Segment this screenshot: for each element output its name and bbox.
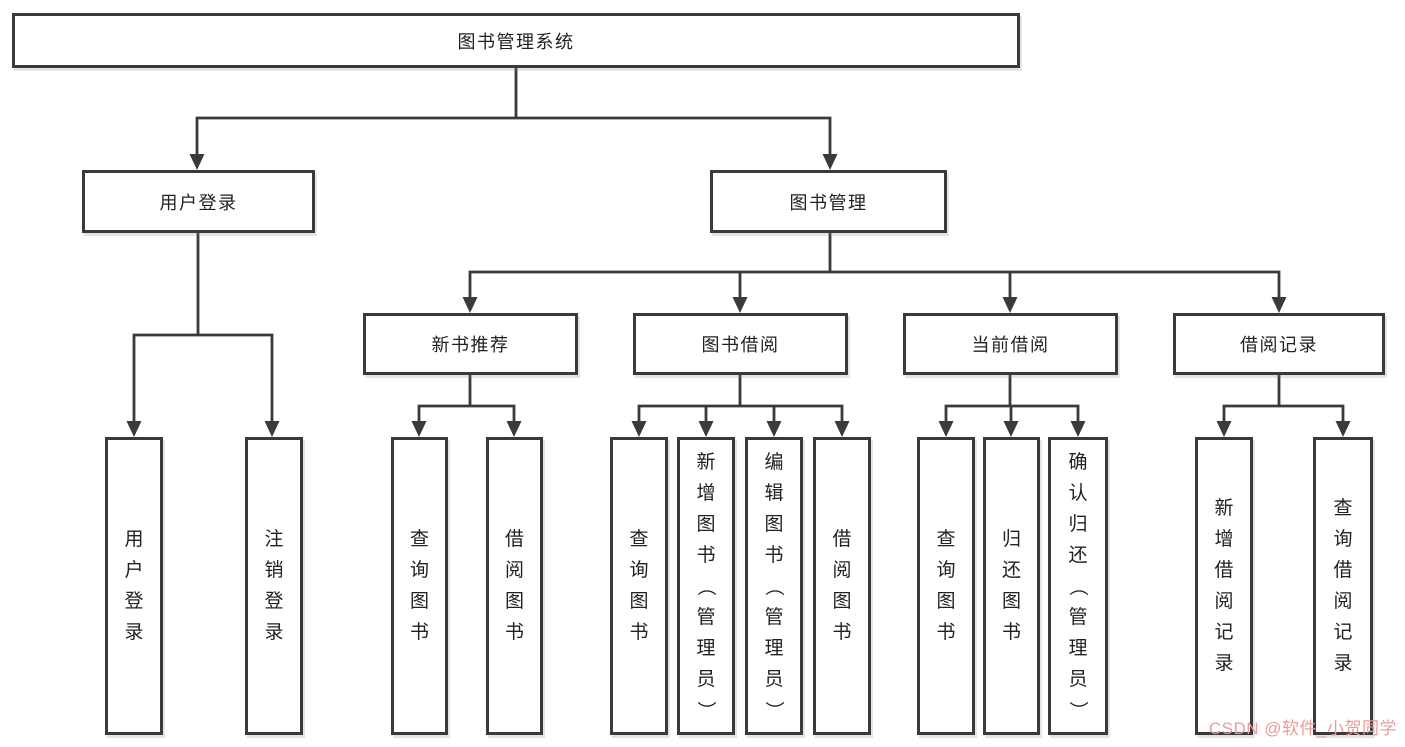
node-book-borrowing: 图书借阅 — [633, 313, 848, 375]
leaf-bb-edit-books-admin: 编辑图书（管理员） — [745, 437, 803, 735]
leaf-bb-borrow-books: 借阅图书 — [813, 437, 871, 735]
node-label: 新增借阅记录 — [1214, 498, 1234, 674]
leaf-nb-borrow-books: 借阅图书 — [486, 437, 543, 735]
node-label: 用户登录 — [159, 192, 238, 213]
node-user-login: 用户登录 — [82, 170, 315, 233]
node-book-management: 图书管理 — [710, 170, 947, 233]
leaf-logout: 注销登录 — [245, 437, 303, 735]
node-new-book-recommend: 新书推荐 — [363, 313, 578, 375]
node-borrowing-records: 借阅记录 — [1173, 313, 1385, 375]
leaf-user-login: 用户登录 — [105, 437, 163, 735]
node-label: 图书管理系统 — [457, 31, 575, 52]
csdn-watermark: CSDN @软件_小贺同学 — [1208, 719, 1397, 738]
leaf-br-add-record: 新增借阅记录 — [1195, 437, 1253, 735]
node-root-library-system: 图书管理系统 — [12, 13, 1020, 68]
node-label: 图书借阅 — [701, 335, 780, 355]
leaf-nb-query-books: 查询图书 — [391, 437, 448, 735]
node-label: 新书推荐 — [431, 335, 510, 355]
leaf-cb-query-books: 查询图书 — [917, 437, 975, 735]
node-label: 归还图书 — [1001, 529, 1021, 643]
node-label: 查询图书 — [936, 529, 956, 643]
node-label: 借阅图书 — [832, 529, 852, 643]
node-label: 借阅记录 — [1240, 335, 1318, 355]
node-label: 注销登录 — [264, 529, 284, 643]
node-current-borrowing: 当前借阅 — [903, 313, 1118, 375]
node-label: 编辑图书（管理员） — [763, 451, 785, 720]
leaf-bb-add-books-admin: 新增图书（管理员） — [677, 437, 735, 735]
leaf-bb-query-books: 查询图书 — [610, 437, 668, 735]
node-label: 用户登录 — [124, 529, 144, 643]
leaf-cb-confirm-return-admin: 确认归还（管理员） — [1048, 437, 1108, 735]
node-label: 当前借阅 — [971, 335, 1050, 355]
node-label: 查询图书 — [629, 529, 649, 643]
node-label: 确认归还（管理员） — [1067, 451, 1089, 720]
leaf-br-query-record: 查询借阅记录 — [1313, 437, 1373, 735]
leaf-cb-return-books: 归还图书 — [983, 437, 1040, 735]
node-label: 查询图书 — [409, 529, 429, 643]
node-label: 新增图书（管理员） — [695, 451, 717, 720]
node-label: 查询借阅记录 — [1333, 498, 1353, 674]
node-label: 借阅图书 — [504, 529, 524, 643]
node-label: 图书管理 — [789, 192, 868, 213]
